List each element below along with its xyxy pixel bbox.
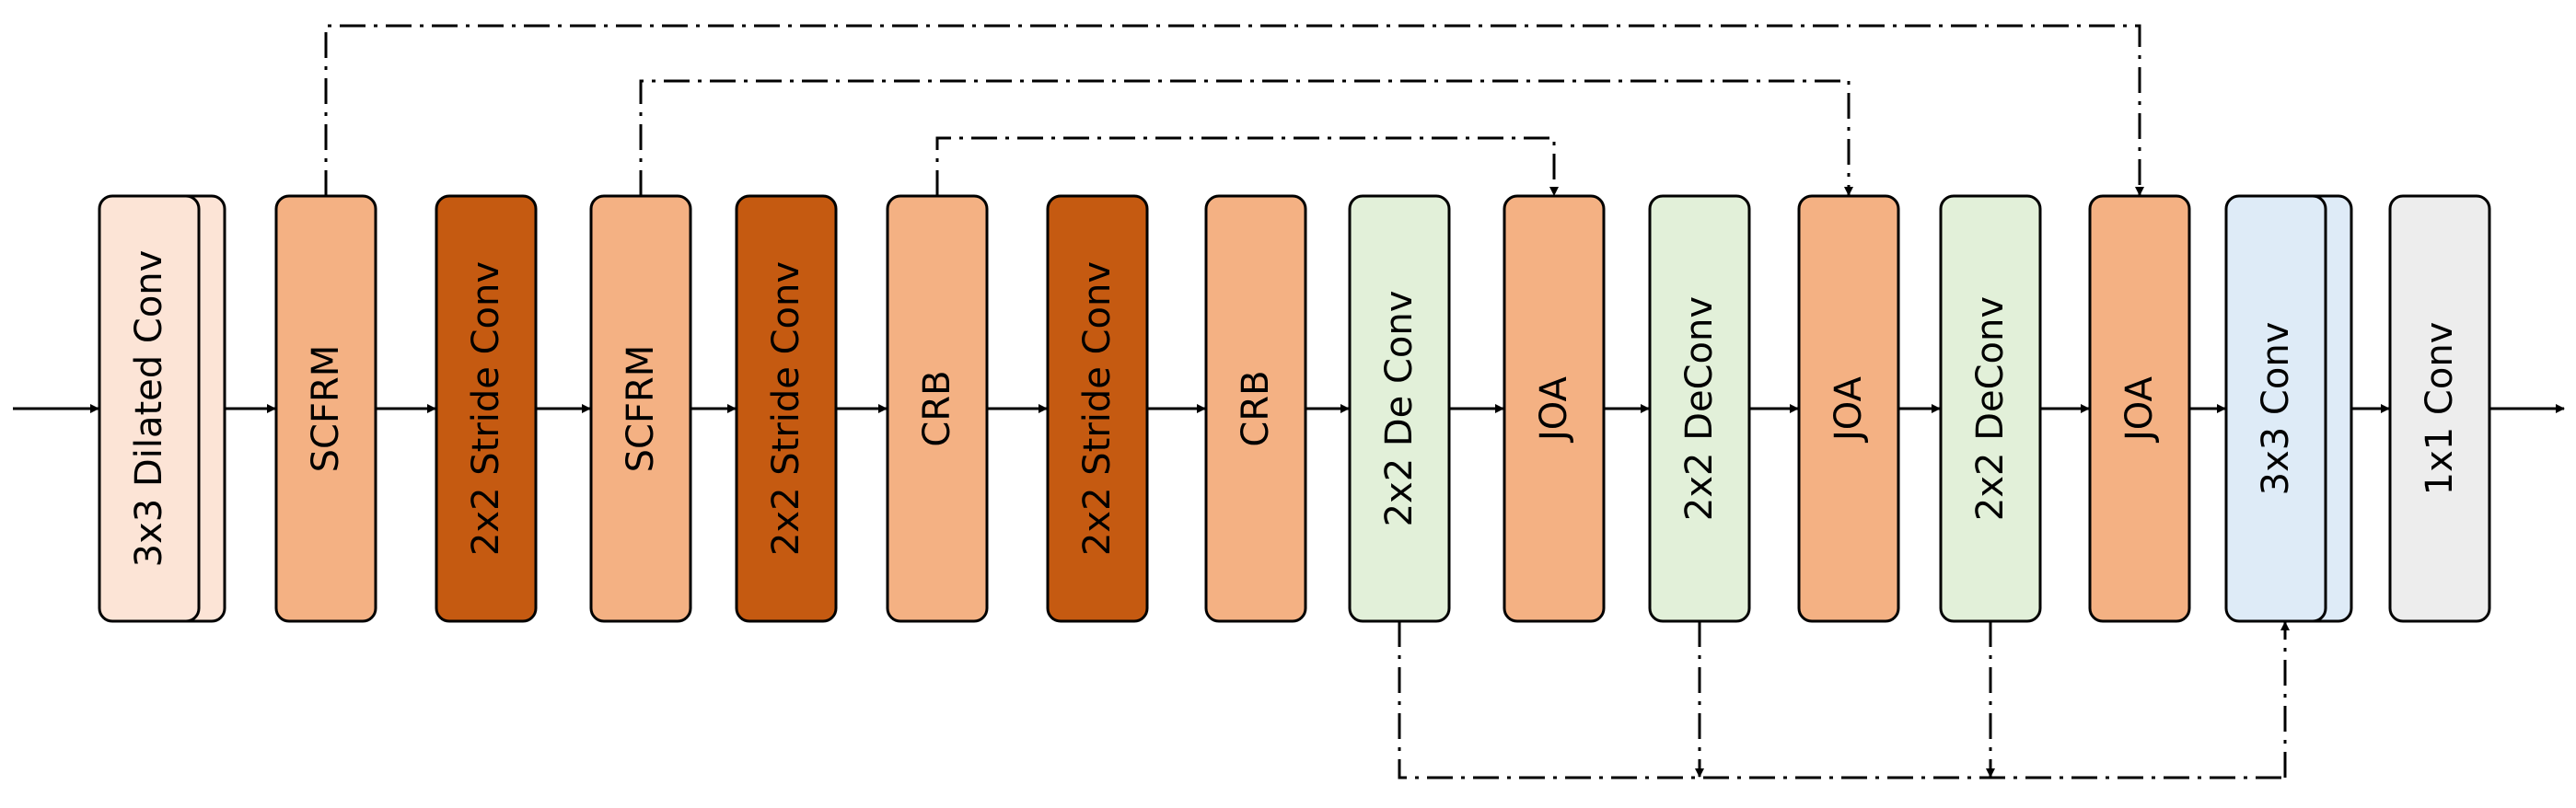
block-box (98, 194, 201, 623)
block-8: CRB (1204, 194, 1307, 623)
block-label: 3x3 Dilated Conv (128, 250, 170, 568)
bottom-bus-line (1398, 621, 2285, 779)
block-label: 2x2 DeConv (1969, 296, 2012, 521)
block-box (735, 194, 838, 623)
block-box (2224, 194, 2327, 623)
block-label: 2x2 DeConv (1678, 296, 1721, 521)
block-12: JOA (1797, 194, 1900, 623)
block-label: CRB (916, 370, 958, 446)
block-label: 2x2 Stride Conv (765, 261, 807, 556)
block-label: JOA (2118, 375, 2161, 444)
block-label: 1x1 Conv (2419, 322, 2461, 496)
block-box (1939, 194, 2042, 623)
block-11: 2x2 DeConv (1648, 194, 1751, 623)
block-6: CRB (886, 194, 989, 623)
block-10: JOA (1503, 194, 1606, 623)
blocks-layer: 3x3 Dilated Conv SCFRM 2x2 Stride Conv SCFR… (98, 194, 2491, 623)
block-9: 2x2 De Conv (1348, 194, 1451, 623)
block-2: SCFRM (274, 194, 377, 623)
block-16: 1x1 Conv (2388, 194, 2491, 623)
block-box (1503, 194, 1606, 623)
block-14: JOA (2088, 194, 2191, 623)
skip-connection-outer (324, 24, 2144, 196)
block-box (2088, 194, 2191, 623)
block-label: JOA (1828, 375, 1870, 444)
block-box (435, 194, 538, 623)
block-box (274, 194, 377, 623)
block-box (2388, 194, 2491, 623)
block-label: 3x3 Conv (2255, 322, 2297, 496)
block-label: CRB (1235, 370, 1277, 446)
block-label: 2x2 Stride Conv (465, 261, 507, 556)
block-5: 2x2 Stride Conv (735, 194, 838, 623)
block-box (1204, 194, 1307, 623)
block-13: 2x2 DeConv (1939, 194, 2042, 623)
block-7: 2x2 Stride Conv (1046, 194, 1149, 623)
block-label: JOA (1533, 375, 1575, 444)
block-box (1348, 194, 1451, 623)
block-label: SCFRM (305, 345, 347, 473)
block-4: SCFRM (589, 194, 692, 623)
block-3: 2x2 Stride Conv (435, 194, 538, 623)
block-label: 2x2 Stride Conv (1076, 261, 1119, 556)
skip-connection-inner (935, 136, 1559, 196)
block-box (1648, 194, 1751, 623)
block-label: SCFRM (620, 345, 662, 473)
block-1: 3x3 Dilated Conv (98, 194, 226, 623)
block-box (1797, 194, 1900, 623)
skip-connection-middle (639, 79, 1853, 196)
block-box (589, 194, 692, 623)
block-label: 2x2 De Conv (1378, 291, 1421, 527)
block-box (886, 194, 989, 623)
block-box (1046, 194, 1149, 623)
block-15: 3x3 Conv (2224, 194, 2353, 623)
skip-connections (324, 24, 2290, 779)
